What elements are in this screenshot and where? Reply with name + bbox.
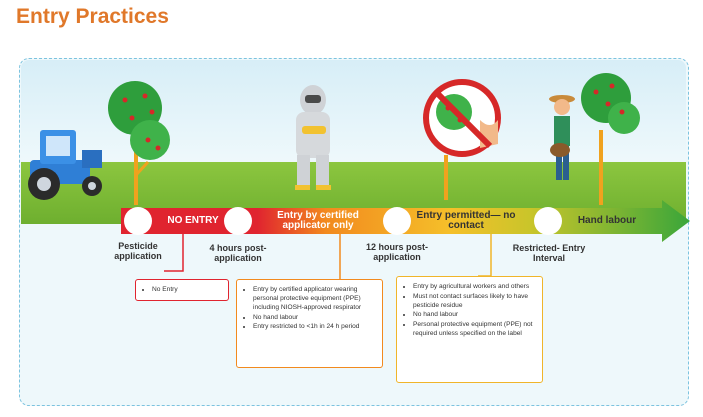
connector <box>164 234 184 272</box>
no-contact-icon <box>423 79 501 200</box>
info-item: Entry restricted to <1h in 24 h period <box>253 322 376 331</box>
tractor-icon <box>28 130 102 200</box>
info-item: Must not contact surfaces likely to have… <box>413 292 536 310</box>
apple-tree-icon <box>108 81 170 205</box>
info-box-no-entry: No Entry <box>135 279 229 301</box>
info-item: No hand labour <box>253 313 376 322</box>
milestone-12-hours: 12 hours post-application <box>365 242 428 262</box>
info-item: Personal protective equipment (PPE) not … <box>413 320 536 338</box>
stage-hand-labour: Hand labour <box>577 215 637 226</box>
info-box-certified-applicator: Entry by certified applicator wearing pe… <box>236 279 383 368</box>
sky <box>21 60 686 178</box>
info-item: Entry by certified applicator wearing pe… <box>253 285 376 312</box>
connector <box>312 234 341 283</box>
milestone-marker <box>383 207 411 235</box>
milestone-4-hours: 4 hours post-application <box>209 243 267 263</box>
milestone-pesticide-application: Pesticide application <box>114 241 162 261</box>
stage-certified-applicator: Entry by certified applicator only <box>277 210 359 231</box>
info-item: Entry by agricultural workers and others <box>413 282 536 291</box>
info-box-no-contact: Entry by agricultural workers and others… <box>396 276 543 383</box>
info-item: No hand labour <box>413 310 536 319</box>
connector <box>478 234 492 277</box>
stage-no-contact: Entry permitted— no contact <box>416 210 516 231</box>
milestone-marker <box>224 207 252 235</box>
milestone-restricted-entry-interval: Restricted- Entry Interval <box>512 243 586 263</box>
ppe-applicator-icon <box>295 85 331 190</box>
info-item: No Entry <box>152 285 222 294</box>
apple-tree-icon <box>581 73 640 205</box>
milestone-marker <box>124 207 152 235</box>
stage-no-entry: NO ENTRY <box>167 215 219 226</box>
milestone-marker <box>534 207 562 235</box>
farmer-icon <box>549 95 575 180</box>
page-title: Entry Practices <box>16 5 169 28</box>
